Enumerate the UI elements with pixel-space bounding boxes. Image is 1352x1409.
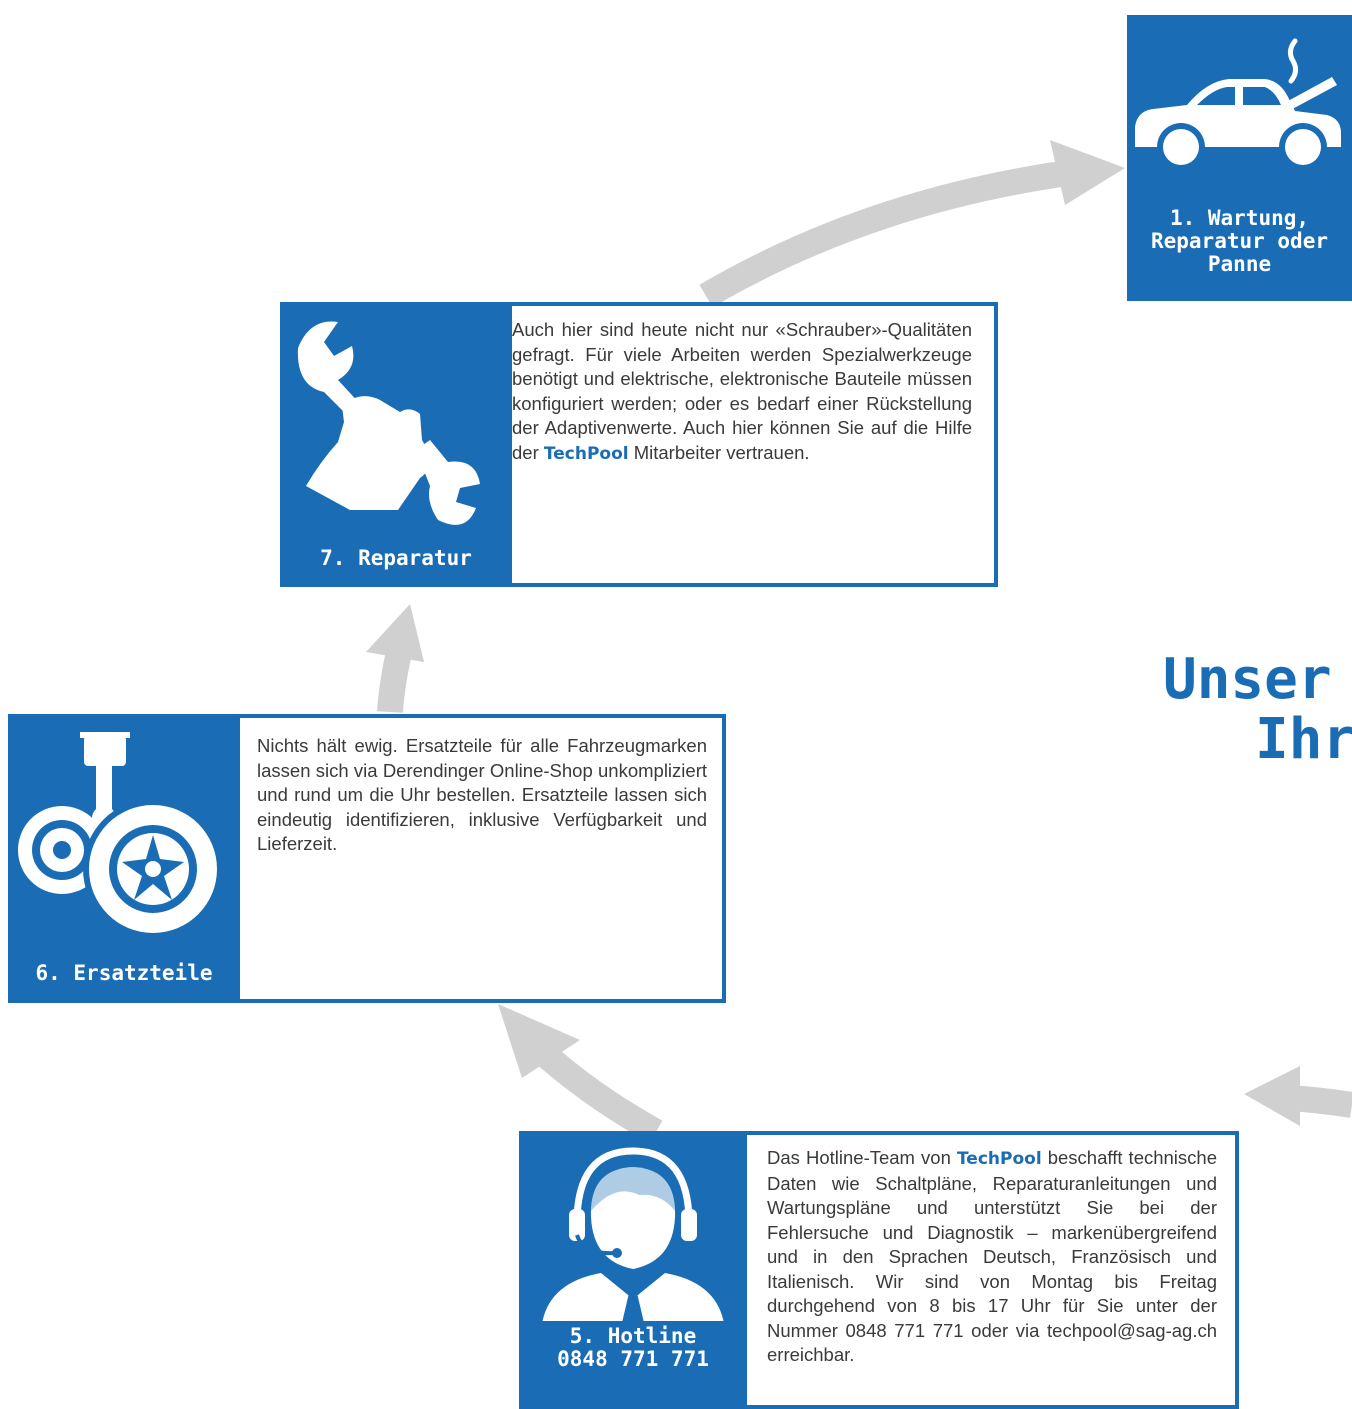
step-7-text-after: Mitarbeiter ver­trauen. (628, 441, 810, 463)
step-5-text-before: Das Hotline-Team von (767, 1147, 957, 1168)
step-6-label: 6. Ersatzteile (35, 961, 213, 985)
headline-line-1: Unser (1163, 647, 1332, 712)
step-5-brand: TechPool (956, 1149, 1042, 1169)
step-6-tile: 6. Ersatzteile (8, 714, 240, 1003)
step-7-tile: 7. Reparatur (280, 302, 512, 587)
arrow-5-to-6 (531, 1040, 663, 1144)
step-5-tile: 5. Hotline 0848 771 771 (519, 1131, 747, 1409)
arrow-7-to-1-head (1050, 140, 1125, 205)
step-5-description: Das Hotline-Team von TechPool beschafft … (767, 1146, 1217, 1368)
step-1-label-line-1: 1. Wartung, (1169, 206, 1310, 230)
step-5-label-line-1: 5. Hotline (569, 1324, 697, 1348)
spare-parts-icon (18, 732, 223, 939)
step-1-label-line-3: Panne (1207, 252, 1272, 276)
arrow-5-to-6-head (498, 1004, 580, 1078)
step-5-label-line-2: 0848 771 771 (557, 1347, 709, 1371)
car-breakdown-icon (1135, 38, 1341, 171)
arrow-6-to-7-head (366, 604, 424, 662)
step-5-text-after: beschafft technische Daten wie Schaltplä… (767, 1147, 1217, 1365)
arrow-7-to-1 (699, 159, 1077, 308)
step-7-brand: TechPool (543, 443, 629, 464)
step-6-description: Nichts hält ewig. Ersatzteile für alle F… (257, 735, 707, 854)
step-7-label: 7. Reparatur (320, 546, 472, 570)
headline-line-2: Ihr (1255, 707, 1352, 772)
hotline-agent-icon (542, 1147, 724, 1321)
step-7-text-before: Auch hier sind heute nicht nur «Schraube… (512, 319, 972, 463)
arrow-4-to-5-head (1244, 1066, 1300, 1126)
step-1-tile: 1. Wartung, Reparatur oder Panne (1127, 15, 1352, 301)
step-1-label-line-2: Reparatur oder (1150, 229, 1328, 253)
step-7-description: Auch hier sind heute nicht nur «Schraube… (512, 318, 972, 466)
wrench-hand-icon (297, 321, 480, 525)
